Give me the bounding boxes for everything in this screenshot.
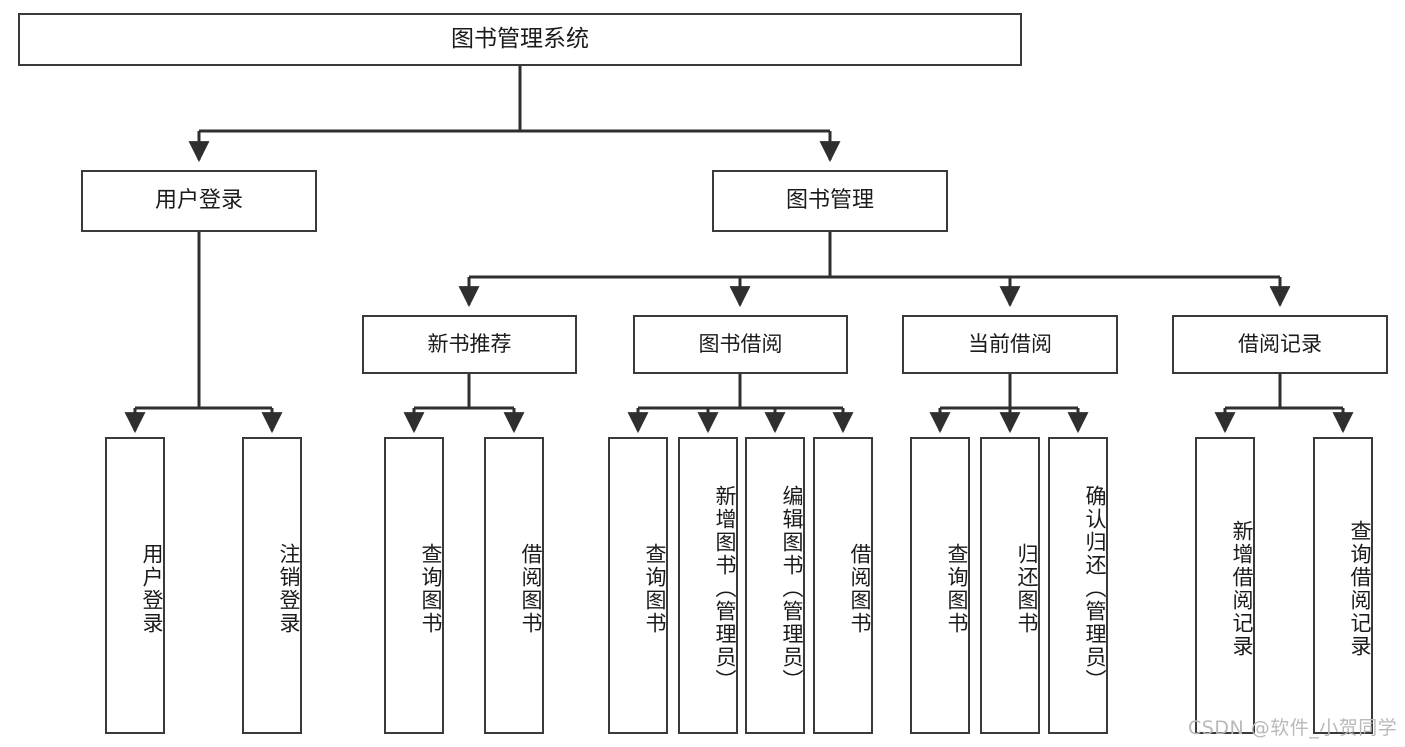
node-label: 图书借阅 (698, 332, 783, 357)
node-label: 查询图书 (419, 542, 443, 635)
node-borrow-record[interactable]: 借阅记录 (1172, 315, 1388, 374)
node-label: 新增借阅记录 (1230, 519, 1254, 658)
node-label: 查询借阅记录 (1348, 519, 1372, 658)
node-label: 编辑图书（管理员） (780, 485, 804, 692)
node-label: 用户登录 (140, 542, 164, 635)
node-label: 注销登录 (277, 542, 301, 635)
leaf-user-login-logout[interactable]: 注销登录 (242, 437, 302, 734)
node-label: 查询图书 (643, 542, 667, 635)
node-label: 借阅图书 (519, 542, 543, 635)
node-book-management[interactable]: 图书管理 (712, 170, 948, 232)
node-label: 归还图书 (1015, 542, 1039, 635)
leaf-record-add-record[interactable]: 新增借阅记录 (1195, 437, 1255, 734)
watermark: CSDN @软件_小贺同学 (1188, 717, 1398, 739)
node-current-borrow[interactable]: 当前借阅 (902, 315, 1118, 374)
node-new-book-recommend[interactable]: 新书推荐 (362, 315, 577, 374)
leaf-recommend-query-book[interactable]: 查询图书 (384, 437, 444, 734)
node-label: 查询图书 (945, 542, 969, 635)
leaf-borrow-query-book[interactable]: 查询图书 (608, 437, 668, 734)
node-root-system[interactable]: 图书管理系统 (18, 13, 1022, 66)
leaf-record-query-record[interactable]: 查询借阅记录 (1313, 437, 1373, 734)
leaf-current-return-book[interactable]: 归还图书 (980, 437, 1040, 734)
leaf-borrow-add-book-admin[interactable]: 新增图书（管理员） (678, 437, 738, 734)
node-label: 用户登录 (154, 188, 243, 214)
node-label: 确认归还（管理员） (1083, 485, 1107, 692)
leaf-user-login-login[interactable]: 用户登录 (105, 437, 165, 734)
leaf-borrow-borrow-book[interactable]: 借阅图书 (813, 437, 873, 734)
leaf-current-query-book[interactable]: 查询图书 (910, 437, 970, 734)
leaf-recommend-borrow-book[interactable]: 借阅图书 (484, 437, 544, 734)
node-user-login[interactable]: 用户登录 (81, 170, 317, 232)
leaf-current-confirm-return-admin[interactable]: 确认归还（管理员） (1048, 437, 1108, 734)
node-book-borrow[interactable]: 图书借阅 (633, 315, 848, 374)
leaf-borrow-edit-book-admin[interactable]: 编辑图书（管理员） (745, 437, 805, 734)
node-label: 当前借阅 (968, 332, 1052, 357)
node-label: 图书管理 (785, 188, 874, 214)
node-label: 新增图书（管理员） (713, 485, 737, 692)
node-label: 借阅图书 (848, 542, 872, 635)
node-label: 借阅记录 (1238, 332, 1322, 357)
node-label: 图书管理系统 (451, 25, 589, 52)
node-label: 新书推荐 (427, 332, 512, 357)
